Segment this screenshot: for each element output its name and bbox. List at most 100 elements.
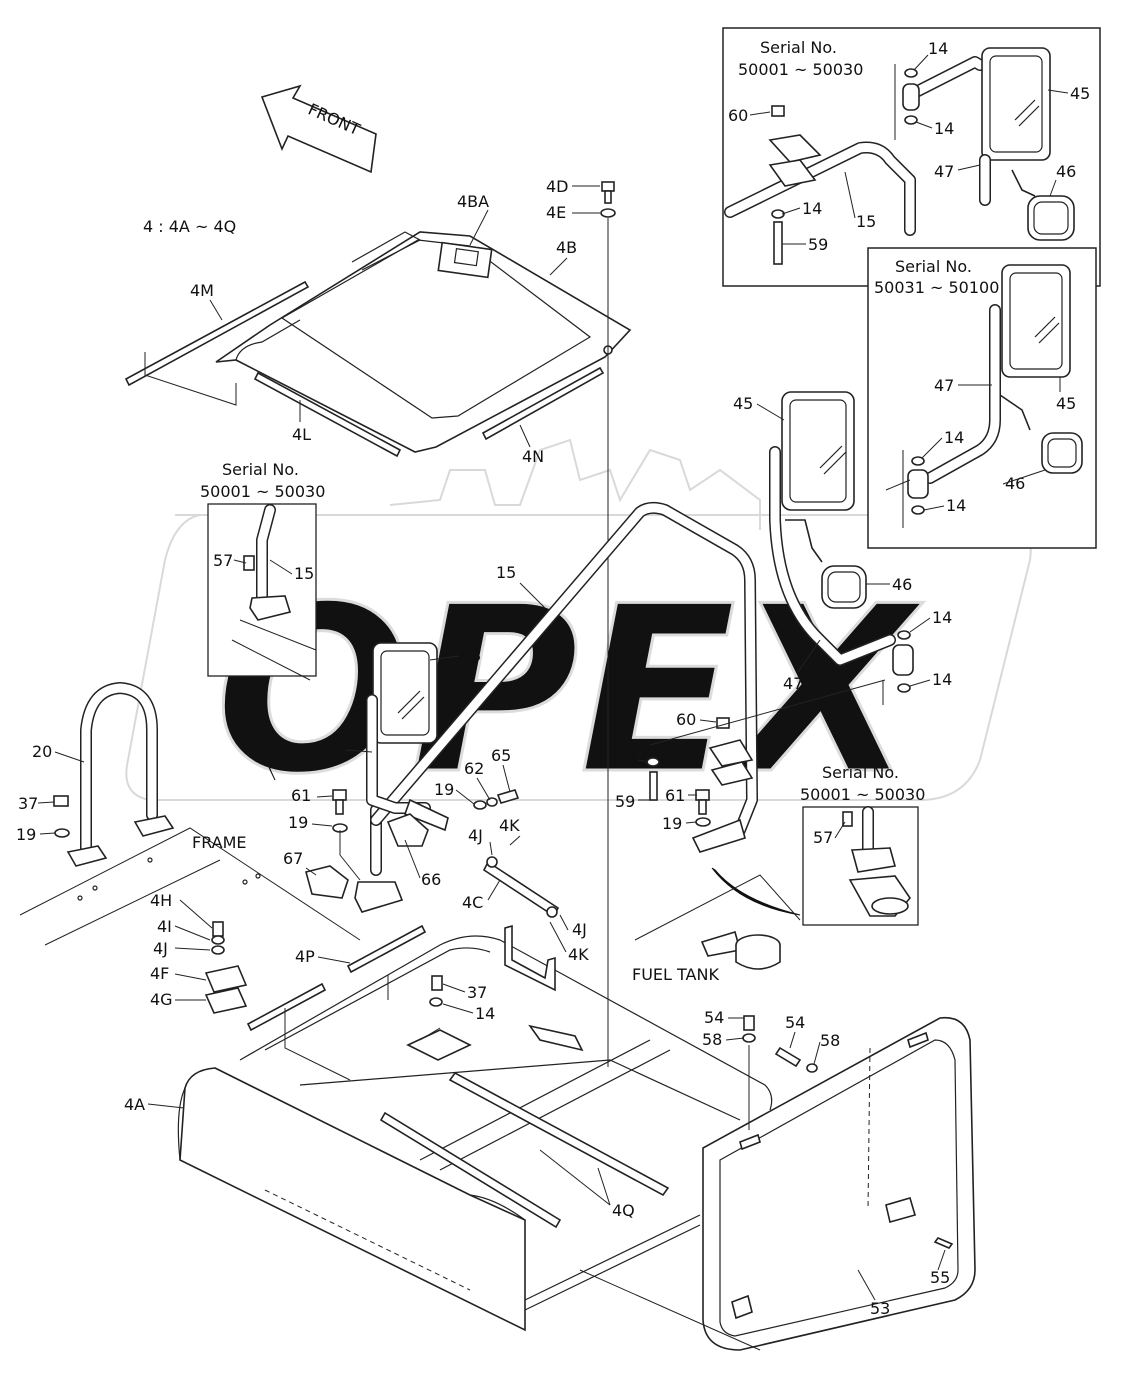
front-arrow: FRONT bbox=[260, 84, 377, 174]
label-4BA: 4BA bbox=[457, 192, 489, 211]
strip-4P-upper bbox=[346, 924, 427, 974]
label-46: 46 bbox=[1056, 162, 1076, 181]
label-4P: 4P bbox=[295, 947, 315, 966]
label-54: 54 bbox=[704, 1008, 724, 1027]
label-37: 37 bbox=[18, 794, 38, 813]
strip-4P-lower bbox=[246, 982, 327, 1032]
side-panel bbox=[579, 1015, 976, 1351]
label-45: 45 bbox=[1070, 84, 1090, 103]
seal-strip-4M bbox=[124, 280, 310, 387]
link-4C bbox=[473, 789, 560, 918]
label-54: 54 bbox=[785, 1013, 805, 1032]
label-58: 58 bbox=[702, 1030, 722, 1049]
label-37: 37 bbox=[467, 983, 487, 1002]
frame-label: FRAME bbox=[192, 833, 247, 852]
label-58: 58 bbox=[820, 1031, 840, 1050]
serial-title: Serial No. bbox=[760, 38, 837, 57]
label-60: 60 bbox=[728, 106, 748, 125]
leader-lines bbox=[37, 54, 1069, 1301]
label-19: 19 bbox=[662, 814, 682, 833]
label-14: 14 bbox=[944, 428, 964, 447]
label-15: 15 bbox=[496, 563, 516, 582]
bolt-4D bbox=[600, 181, 616, 1067]
label-59: 59 bbox=[808, 235, 828, 254]
label-62: 62 bbox=[464, 759, 484, 778]
label-4J: 4J bbox=[572, 920, 587, 939]
label-14: 14 bbox=[802, 199, 822, 218]
label-14: 14 bbox=[615, 750, 635, 769]
label-4C: 4C bbox=[462, 893, 483, 912]
label-4M: 4M bbox=[190, 281, 214, 300]
label-14: 14 bbox=[475, 1004, 495, 1023]
label-4H: 4H bbox=[150, 891, 172, 910]
serial-range: 50001 ~ 50030 bbox=[200, 482, 325, 501]
label-47: 47 bbox=[934, 162, 954, 181]
label-4L: 4L bbox=[292, 425, 311, 444]
serial-range: 50001 ~ 50030 bbox=[800, 785, 925, 804]
fuel-tank-filler: FUEL TANK bbox=[632, 874, 801, 984]
label-57: 57 bbox=[213, 551, 233, 570]
grab-handle bbox=[53, 682, 175, 867]
roof-panel bbox=[215, 231, 632, 453]
label-4K: 4K bbox=[499, 816, 520, 835]
label-4J: 4J bbox=[468, 826, 483, 845]
label-4G: 4G bbox=[150, 990, 173, 1009]
label-63: 63 bbox=[461, 646, 481, 665]
serial-range: 50031 ~ 50100 bbox=[874, 278, 999, 297]
label-4D: 4D bbox=[546, 177, 569, 196]
label-46: 46 bbox=[1005, 474, 1025, 493]
label-53: 53 bbox=[870, 1299, 890, 1318]
label-4N: 4N bbox=[522, 447, 544, 466]
hardware-bolts bbox=[332, 679, 886, 833]
serial-title: Serial No. bbox=[895, 257, 972, 276]
label-15: 15 bbox=[294, 564, 314, 583]
label-64: 64 bbox=[322, 739, 342, 758]
inset-box-serial-50001-50030: Serial No. 50001 ~ 50030 bbox=[722, 27, 1101, 287]
label-14: 14 bbox=[932, 670, 952, 689]
left-mirror-assembly bbox=[305, 642, 449, 899]
serial-range: 50001 ~ 50030 bbox=[738, 60, 863, 79]
label-66: 66 bbox=[421, 870, 441, 889]
fuel-tank-label: FUEL TANK bbox=[632, 965, 719, 984]
label-19: 19 bbox=[434, 780, 454, 799]
group-label: 4 : 4A ~ 4Q bbox=[143, 217, 236, 236]
label-4B: 4B bbox=[556, 238, 577, 257]
seal-strip-4N bbox=[481, 366, 605, 441]
label-19: 19 bbox=[16, 825, 36, 844]
inset-box-lower-right: Serial No. 50001 ~ 50030 bbox=[711, 763, 925, 926]
canopy-base bbox=[177, 924, 773, 1332]
label-15: 15 bbox=[856, 212, 876, 231]
label-4E: 4E bbox=[546, 203, 566, 222]
seal-strip-4L bbox=[253, 371, 402, 458]
label-61: 61 bbox=[291, 786, 311, 805]
label-14: 14 bbox=[932, 608, 952, 627]
frame-outline: FRAME bbox=[19, 827, 361, 946]
label-60: 60 bbox=[676, 710, 696, 729]
inset-box-left: Serial No. 50001 ~ 50030 bbox=[200, 460, 325, 781]
label-4F: 4F bbox=[150, 964, 169, 983]
label-47: 47 bbox=[934, 376, 954, 395]
label-14: 14 bbox=[946, 496, 966, 515]
label-4I: 4I bbox=[157, 917, 172, 936]
part-labels: 4BA 4B 4D 4E 4M 4L 4N 14 14 60 45 47 46 … bbox=[16, 39, 1090, 1318]
bracket-4F-4G bbox=[204, 921, 248, 1014]
roll-bar bbox=[354, 501, 758, 913]
label-4A: 4A bbox=[124, 1095, 145, 1114]
label-46: 46 bbox=[892, 575, 912, 594]
inset-box-serial-50031-50100: Serial No. 50031 ~ 50100 bbox=[867, 247, 1097, 549]
label-45: 45 bbox=[1056, 394, 1076, 413]
label-55: 55 bbox=[930, 1268, 950, 1287]
label-67: 67 bbox=[283, 849, 303, 868]
label-61: 61 bbox=[665, 786, 685, 805]
label-65: 65 bbox=[491, 746, 511, 765]
label-4J: 4J bbox=[153, 939, 168, 958]
label-14: 14 bbox=[934, 119, 954, 138]
serial-title: Serial No. bbox=[222, 460, 299, 479]
right-mirror-assembly bbox=[769, 391, 914, 705]
label-59: 59 bbox=[615, 792, 635, 811]
label-20: 20 bbox=[32, 742, 52, 761]
label-4K: 4K bbox=[568, 945, 589, 964]
label-4Q: 4Q bbox=[612, 1201, 635, 1220]
label-57: 57 bbox=[813, 828, 833, 847]
